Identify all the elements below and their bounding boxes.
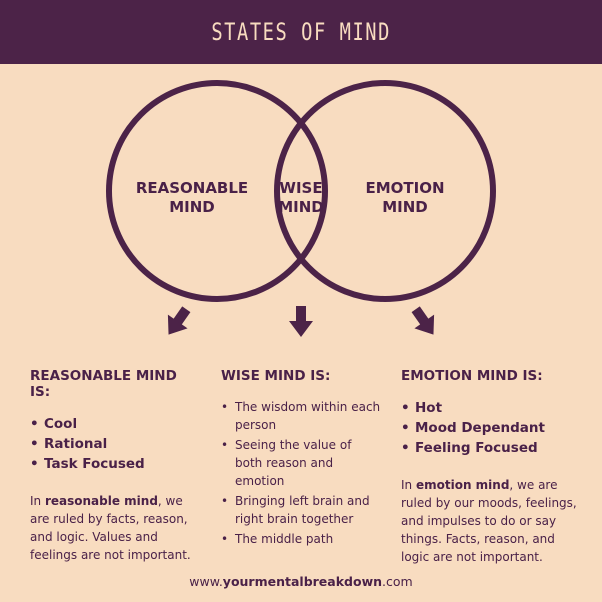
list-item: The middle path bbox=[221, 530, 381, 548]
page-title: STATES OF MIND bbox=[211, 18, 391, 46]
reasonable-mind-label: REASONABLE MIND bbox=[135, 179, 249, 216]
wise-mind-label: WISE MIND bbox=[278, 179, 324, 216]
arrow-right-icon bbox=[411, 306, 435, 335]
wise-mind-column: WISE MIND IS: The wisdom within each per… bbox=[221, 368, 381, 550]
reasonable-mind-column: REASONABLE MIND IS: Cool Rational Task F… bbox=[30, 368, 200, 564]
list-item: Seeing the value of both reason and emot… bbox=[221, 436, 381, 490]
footer-url: www.yourmentalbreakdown.com bbox=[189, 574, 413, 589]
bullet-list: The wisdom within each person Seeing the… bbox=[221, 398, 381, 548]
arrow-left-icon bbox=[167, 306, 191, 335]
list-item: Mood Dependant bbox=[401, 418, 583, 438]
column-title: WISE MIND IS: bbox=[221, 368, 331, 384]
description-paragraph: In reasonable mind, we are ruled by fact… bbox=[30, 494, 191, 562]
emotion-mind-column: EMOTION MIND IS: Hot Mood Dependant Feel… bbox=[401, 368, 583, 566]
description-paragraph: In emotion mind, we are ruled by our moo… bbox=[401, 478, 577, 564]
list-item: The wisdom within each person bbox=[221, 398, 381, 434]
emotion-mind-circle bbox=[274, 80, 496, 302]
list-item: Cool bbox=[30, 414, 200, 434]
venn-diagram bbox=[106, 80, 496, 337]
list-item: Task Focused bbox=[30, 454, 200, 474]
list-item: Bringing left brain and right brain toge… bbox=[221, 492, 381, 528]
emotion-mind-label: EMOTION MIND bbox=[365, 179, 445, 216]
column-title: EMOTION MIND IS: bbox=[401, 368, 543, 384]
arrow-down-icon bbox=[289, 306, 313, 337]
column-title: REASONABLE MIND IS: bbox=[30, 368, 177, 400]
list-item: Feeling Focused bbox=[401, 438, 583, 458]
bullet-list: Cool Rational Task Focused bbox=[30, 414, 200, 474]
header-bar: STATES OF MIND bbox=[0, 0, 602, 64]
list-item: Hot bbox=[401, 398, 583, 418]
bullet-list: Hot Mood Dependant Feeling Focused bbox=[401, 398, 583, 458]
reasonable-mind-circle bbox=[106, 80, 328, 302]
list-item: Rational bbox=[30, 434, 200, 454]
